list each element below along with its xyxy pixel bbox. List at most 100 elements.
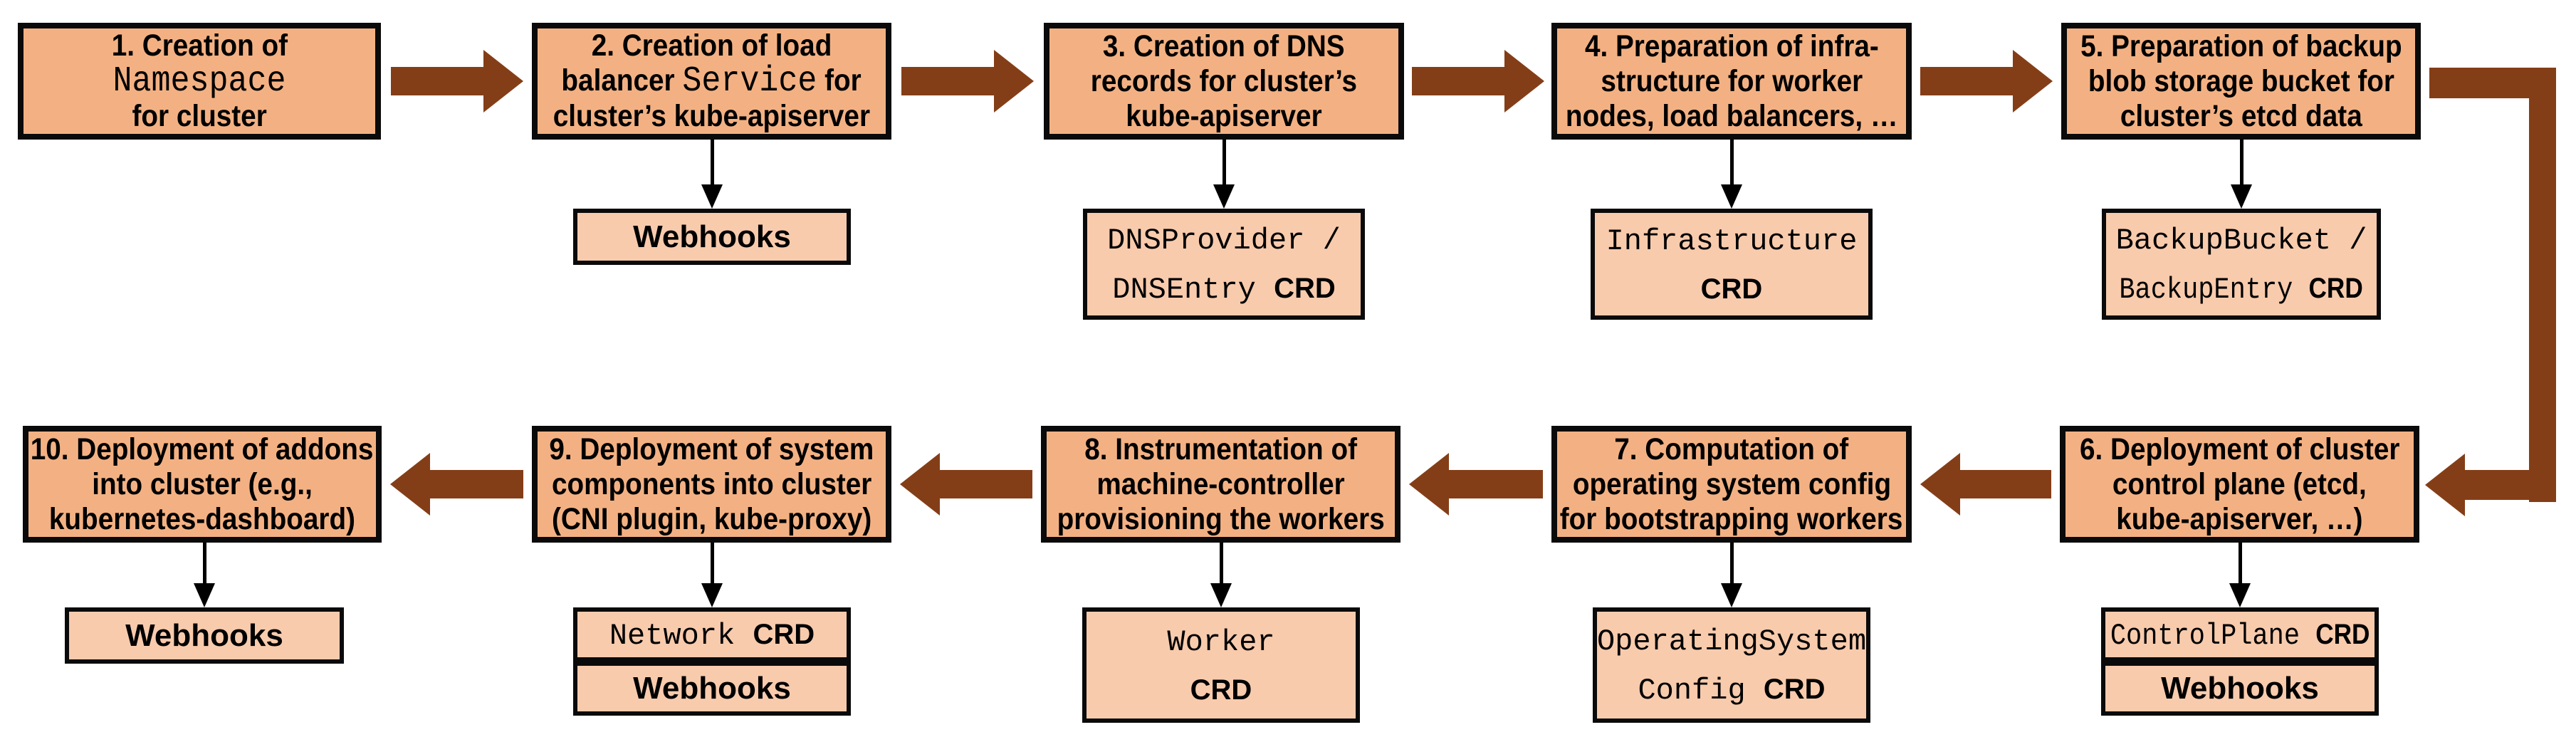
text-segment: control plane (etcd, [2112,466,2367,501]
connector-arrow-head [194,583,215,607]
connector-line [2240,139,2243,186]
box-text-line: kube-apiserver, …) [2103,502,2377,537]
box-text-line: Namespace [103,61,295,102]
box-text-line: Webhooks [633,214,791,260]
flow-arrow-step7-step8 [1409,453,1543,516]
text-segment: 9. Deployment of system [549,432,874,466]
text-segment: 4. Preparation of infra- [1584,28,1879,63]
crd-box-controlplane: ControlPlane CRD [2101,607,2379,662]
step-1-box: 1. Creation of Namespace for cluster [18,23,381,140]
box-text-line: Webhooks [2161,666,2319,711]
box-text-line: balancer Service for [545,61,878,102]
text-segment: (CNI plugin, kube-proxy) [551,501,872,536]
flow-arrow-step3-step4 [1412,50,1544,113]
connector-arrow-head [1210,583,1232,607]
text-segment: Webhooks [2161,671,2319,706]
box-text-line: structure for worker [1586,64,1878,99]
arrow-head [2013,50,2053,113]
text-segment: into cluster (e.g., [92,466,313,501]
box-text-line: Network CRD [609,611,815,659]
arrow-head [390,453,430,516]
box-text-line: OperatingSystem [1597,616,1866,665]
arrow-head [900,453,940,516]
text-segment: 5. Preparation of backup [2080,28,2402,63]
box-text-line: 1. Creation of [102,28,298,63]
box-text-line: 3. Creation of DNS [1089,29,1358,64]
text-segment: kubernetes-dashboard) [48,501,356,536]
code-text: Infrastructure [1606,224,1858,258]
flow-arrow-step8-step9 [900,453,1032,516]
arrow-bar [901,67,997,95]
crd-label: CRD [2308,273,2364,304]
box-text-line: 5. Preparation of backup [2063,29,2420,64]
box-text-line: ControlPlane CRD [2093,611,2387,659]
crd-label: CRD [2315,618,2370,650]
step-3-box: 3. Creation of DNS records for cluster’s… [1044,23,1404,140]
crd-box-dns: DNSProvider / DNSEntry CRD [1083,209,1365,320]
crd-label: CRD [1763,674,1826,705]
step-8-box: 8. Instrumentation of machine-controller… [1041,426,1400,543]
crd-label: CRD [1700,273,1763,305]
arrow-head [1920,453,1960,516]
flow-arrow-step4-step5 [1920,50,2053,113]
code-text: Namespace [112,61,286,102]
arrow-head [1504,50,1544,113]
crd-box-worker: Worker CRD [1082,607,1360,723]
connector-line [2239,543,2242,583]
crd-label: CRD [1190,674,1252,706]
box-text-line: Infrastructure [1606,216,1858,265]
box-text-line: into cluster (e.g., [80,467,325,502]
box-text-line: 8. Instrumentation of [1069,432,1372,467]
text-segment: 8. Instrumentation of [1084,432,1357,466]
text-segment: records for cluster’s [1090,63,1358,98]
webhooks-box-step10: Webhooks [65,607,344,664]
text-segment: 6. Deployment of cluster [2079,432,2400,466]
step-5-box: 5. Preparation of backup blob storage bu… [2061,23,2421,140]
connector-line [1730,139,1734,186]
box-text-line: Worker [1167,617,1274,666]
elbow-arrow-bottom-bar [2464,470,2529,500]
box-text-line: components into cluster [534,467,889,502]
text-segment: Webhooks [633,219,791,254]
flow-arrow-step9-step10 [390,453,523,516]
connector-line [711,139,714,186]
arrow-head [483,50,523,113]
text-segment: Webhooks [633,671,791,706]
text-segment: nodes, load balancers, … [1565,98,1898,133]
connector-arrow-head [1213,184,1235,209]
text-segment: for bootstrapping workers [1560,501,1903,536]
box-text-line: 9. Deployment of system [531,432,892,467]
text-segment: 1. Creation of [111,28,288,63]
code-text: DNSEntry [1112,273,1274,307]
step-9-box: 9. Deployment of system components into … [532,426,891,543]
webhooks-box-step9: Webhooks [573,662,851,716]
text-segment: machine-controller [1096,466,1345,501]
step-4-box: 4. Preparation of infra- structure for w… [1551,23,1912,140]
box-text-line: control plane (etcd, [2098,467,2381,502]
crd-box-backup: BackupBucket / BackupEntry CRD [2102,209,2381,320]
flow-arrow-step6-step7 [1920,453,2051,516]
arrow-bar [1957,470,2051,498]
code-text: BackupBucket / [2115,224,2367,258]
arrow-head [1409,453,1449,516]
crd-box-network: Network CRD [573,607,851,662]
text-segment: blob storage bucket for [2088,63,2394,98]
step-10-box: 10. Deployment of addons into cluster (e… [23,426,382,543]
code-text: ControlPlane [2110,618,2316,653]
box-text-line: Webhooks [125,613,283,659]
code-text: Service [682,61,817,102]
box-text-line: BackupEntry CRD [2103,264,2379,313]
code-text: Config [1638,674,1764,708]
arrow-bar [1412,67,1507,95]
crd-box-infrastructure: Infrastructure CRD [1591,209,1873,320]
arrow-head [994,50,1034,113]
connector-arrow-head [1721,184,1742,209]
connector-line [711,543,714,583]
text-segment: structure for worker [1601,63,1863,98]
connector-line [1220,543,1223,583]
code-text: Worker [1167,625,1275,659]
crd-label: CRD [753,618,815,650]
flow-arrow-step1-step2 [391,50,523,113]
step-6-box: 6. Deployment of cluster control plane (… [2060,426,2419,543]
text-segment: components into cluster [551,466,872,501]
